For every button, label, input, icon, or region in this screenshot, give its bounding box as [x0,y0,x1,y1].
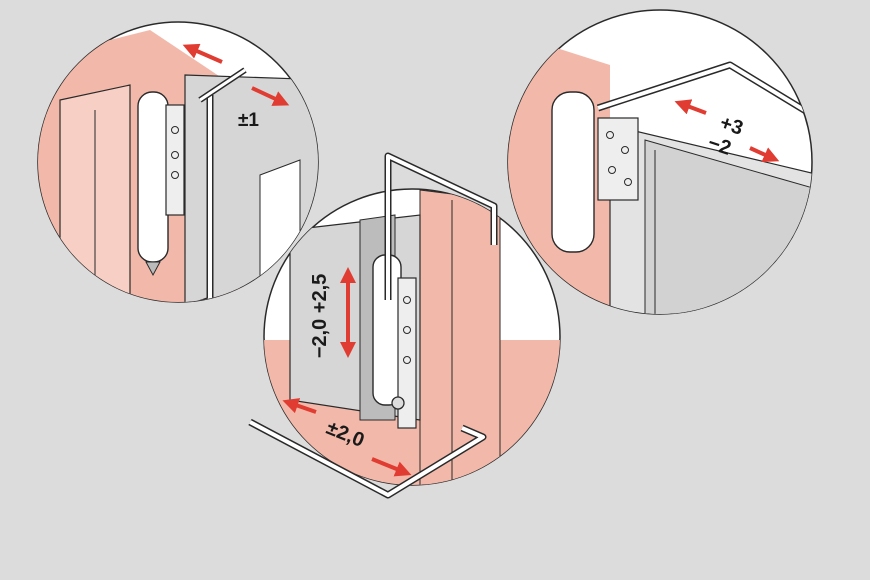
label-bottom-vertical: −2,0 +2,5 [309,274,331,359]
arrow-right-top-left [251,86,290,106]
hinge-top-left [137,91,185,277]
label-top-left: ±1 [238,110,259,131]
arrow-left-top-left [182,43,223,64]
arrow-horizontal-bottom-left [282,398,317,414]
arrow-right-top-right [749,146,780,162]
arrow-horizontal-bottom-right [371,457,412,477]
callout-bottom: −2,0 +2,5 ±2,0 [248,152,561,499]
hex-key-top-right [596,61,812,153]
arrow-left-top-right [674,99,707,115]
callout-top-right: +3 −2 [507,9,813,315]
hex-key-vertical-bottom [384,152,498,300]
hex-key-horizontal-bottom [248,418,487,499]
hinge-top-right [551,91,639,253]
hinge-bottom [372,254,417,429]
